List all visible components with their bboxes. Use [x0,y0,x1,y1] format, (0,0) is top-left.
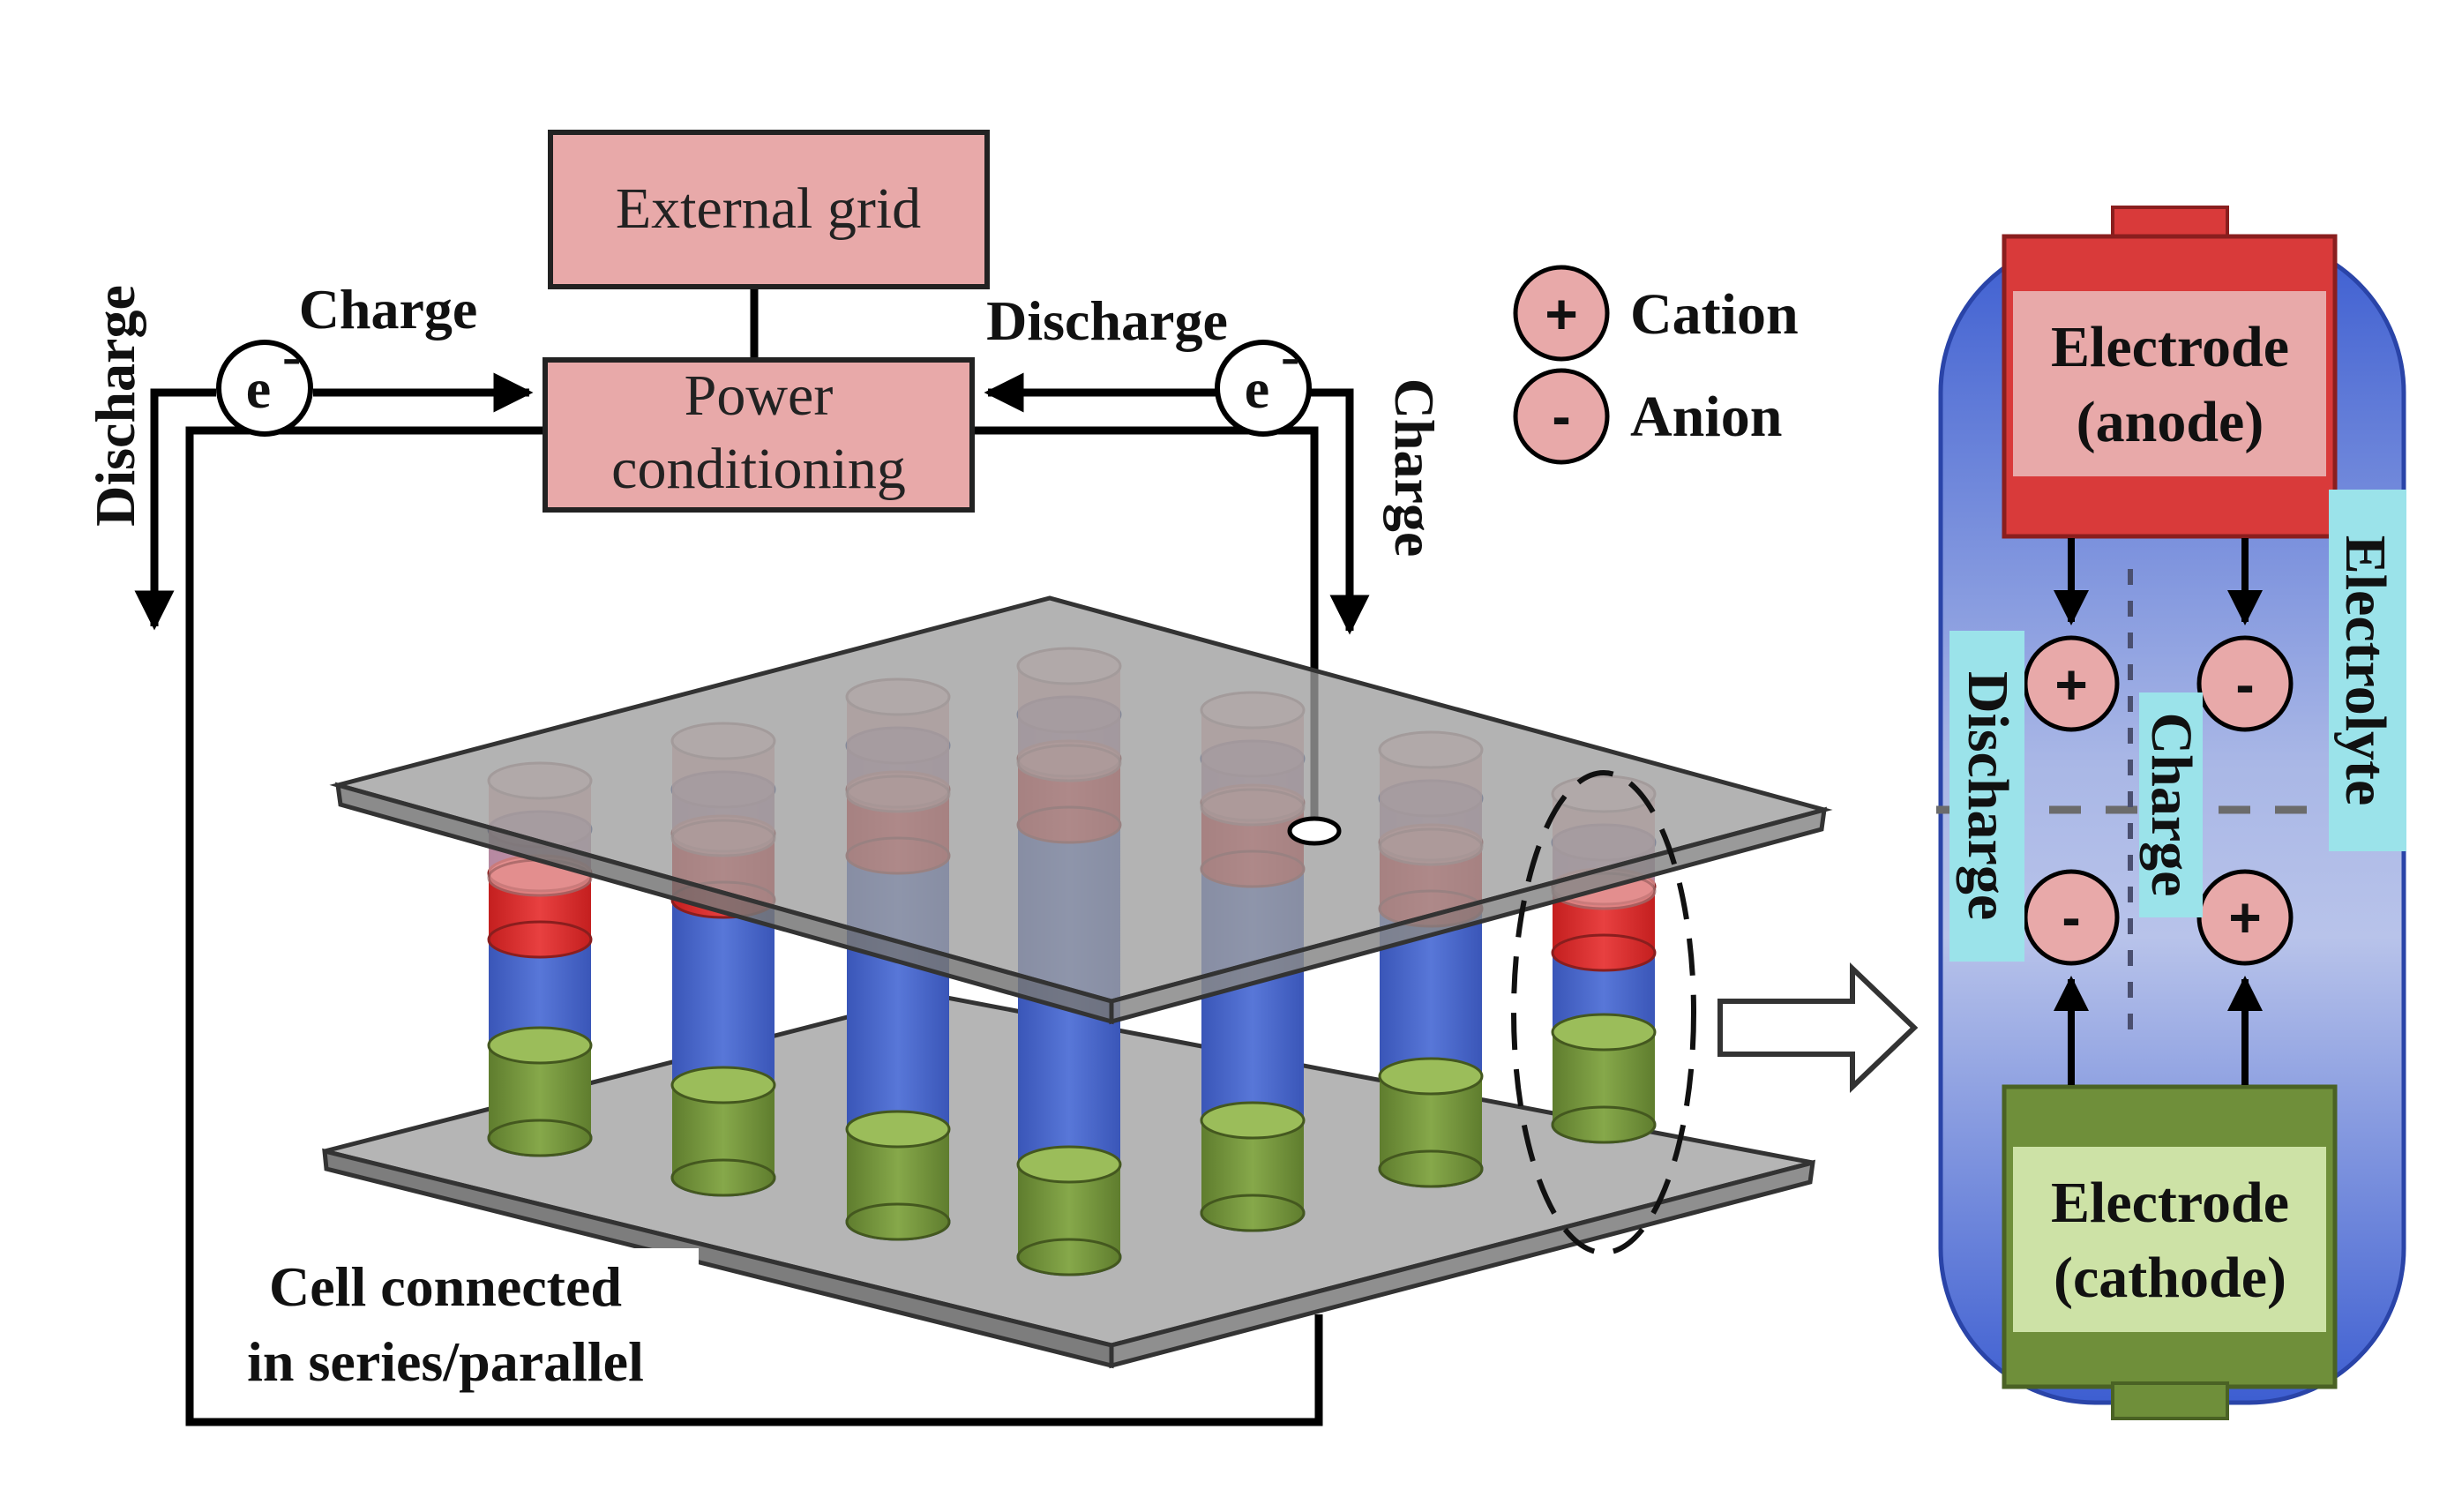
ion-cation-top: + [2023,635,2120,732]
electron-left: e - [216,325,313,437]
anode-label-line1: Electrode [2051,315,2289,379]
upper-plate [329,595,1833,1025]
charge-tag: Charge [2139,692,2204,917]
legend: + Cation - Anion [1513,265,1799,465]
ion-anion-top-symbol: - [2235,653,2254,716]
stack-caption: Cell connected in series/parallel [205,1248,699,1411]
cell-cathode-cylinder [1016,1145,1122,1276]
cathode-label-line1: Electrode [2051,1171,2289,1235]
ion-cation-bottom-symbol: + [2228,886,2261,949]
charge-label-left: Charge [299,278,478,341]
electrolyte-tag: Electrolyte [2329,490,2406,851]
power-conditioning-label-line2: conditioning [611,437,906,501]
stack-caption-line1: Cell connected [269,1255,622,1318]
ion-anion-top: - [2196,635,2294,732]
wire-left-loop [185,426,1323,1426]
cell-cathode-cylinder [845,1110,951,1241]
plate-terminal-hole [1287,816,1342,846]
charge-arrow-right [1310,388,1370,635]
cation-label: Cation [1630,282,1799,347]
discharge-label-right: Discharge [986,289,1228,352]
discharge-tag: Discharge [1949,631,2024,962]
ion-cation-top-symbol: + [2054,653,2087,716]
ion-arrows [2054,538,2263,1085]
discharge-arrow-left [134,388,216,631]
charge-label-right-vertical: Charge [1383,378,1446,558]
cathode-tab [2111,1381,2229,1420]
electron-left-symbol: e [246,357,271,420]
cell-cathode-cylinder [670,1066,776,1197]
power-conditioning-box: Power conditioning [543,357,975,513]
electron-right: e - [1215,325,1312,437]
electron-right-symbol: e [1245,357,1269,420]
cell-cathode-cylinder [1551,1013,1657,1144]
external-grid-label: External grid [616,176,921,241]
ion-cation-bottom: + [2196,869,2294,966]
discharge-label-left-vertical: Discharge [84,285,146,527]
cation-symbol: + [1545,282,1577,346]
cell-detail: Electrode (anode) Electrode (cathode) + … [1936,206,2406,1420]
charge-tag-label: Charge [2139,713,2204,897]
anode-inner [2013,291,2326,476]
external-grid-box: External grid [548,130,990,289]
anode-label-line2: (anode) [2077,390,2264,454]
anion-symbol: - [1552,385,1570,448]
cell-cathode-cylinder [1378,1057,1484,1188]
cathode-label-line2: (cathode) [2054,1246,2286,1310]
electron-right-superscript: - [1281,325,1299,387]
cathode-inner [2013,1147,2326,1332]
power-conditioning-label-line1: Power [685,363,834,428]
stack-caption-line2: in series/parallel [247,1330,644,1393]
legend-anion: - Anion [1513,368,1782,465]
cell-cathode-cylinder [1200,1101,1306,1232]
electrolyte-tag-label: Electrolyte [2333,535,2398,806]
ion-anion-bottom-symbol: - [2062,886,2080,949]
legend-cation: + Cation [1513,265,1799,362]
flow-arrows [134,372,1370,635]
zoom-arrow [1717,962,1919,1094]
highlighted-cell-ellipse [1511,770,1696,1255]
ion-anion-bottom: - [2023,869,2120,966]
discharge-tag-label: Discharge [1956,671,2020,920]
cell-cathode-cylinder [487,1026,593,1157]
anion-label: Anion [1630,385,1782,449]
electron-left-superscript: - [282,325,301,387]
